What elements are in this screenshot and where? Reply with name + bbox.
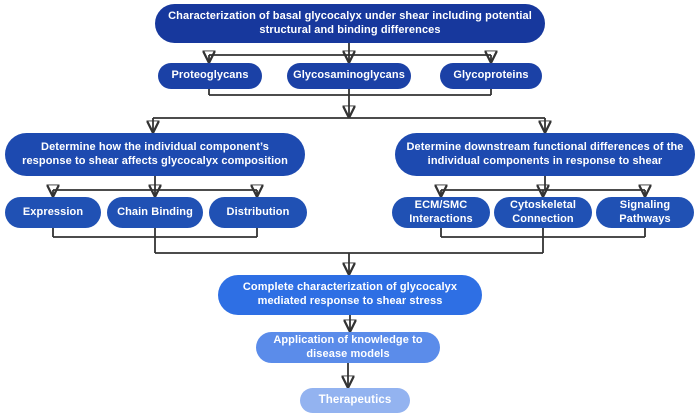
node-glycoproteins: Glycoproteins <box>440 63 542 89</box>
connector-right-items-merge <box>440 228 646 253</box>
node-outcome: Complete characterization of glycocalyx … <box>218 275 482 315</box>
node-expression: Expression <box>5 197 101 228</box>
connector-collector-to-outcome <box>155 252 543 273</box>
node-signaling-pathways: Signaling Pathways <box>596 197 694 228</box>
connector-left-items-merge <box>52 228 258 253</box>
node-ecm-smc-interactions: ECM/SMC Interactions <box>392 197 490 228</box>
node-glycosaminoglycans: Glycosaminoglycans <box>287 63 411 89</box>
node-root: Characterization of basal glycocalyx und… <box>155 4 545 43</box>
node-therapeutics: Therapeutics <box>300 388 410 413</box>
node-application: Application of knowledge to disease mode… <box>256 332 440 363</box>
connector-right-branch-to-items <box>441 176 645 195</box>
connector-left-branch-to-items <box>53 176 257 195</box>
node-cytoskeletal-connection: Cytoskeletal Connection <box>494 197 592 228</box>
node-right-branch-header: Determine downstream functional differen… <box>395 133 695 176</box>
node-proteoglycans: Proteoglycans <box>158 63 262 89</box>
node-chain-binding: Chain Binding <box>107 197 203 228</box>
node-distribution: Distribution <box>209 197 307 228</box>
connector-root-to-components <box>209 43 491 61</box>
connector-split-to-branches <box>153 117 545 131</box>
connector-components-merge <box>208 89 492 116</box>
node-left-branch-header: Determine how the individual component’s… <box>5 133 305 176</box>
